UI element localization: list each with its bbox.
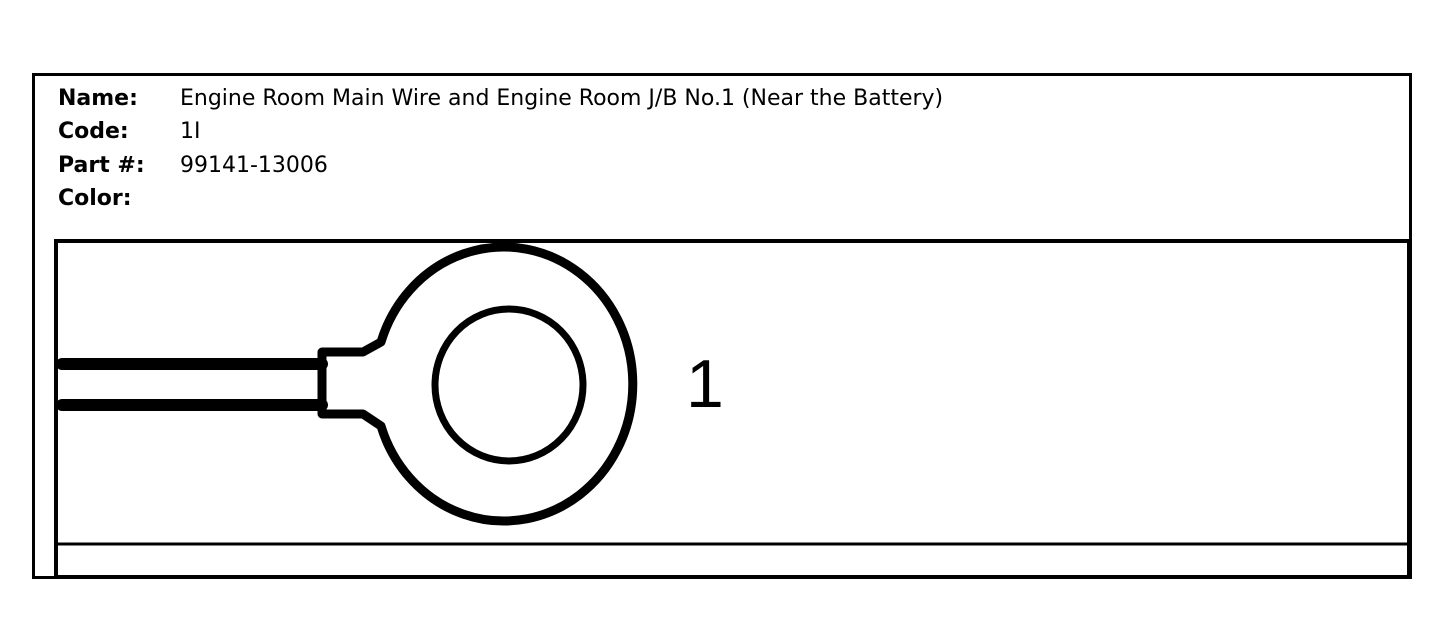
terminal-outer-ring	[317, 242, 638, 526]
pin-number-label: 1	[686, 346, 724, 422]
ring-terminal-icon	[56, 242, 638, 526]
diagram-box	[54, 239, 1411, 579]
part-number-label: Part #:	[58, 152, 145, 178]
terminal-inner-hole	[431, 305, 587, 465]
name-label: Name:	[58, 85, 138, 111]
code-label: Code:	[58, 118, 129, 144]
code-value: 1I	[180, 118, 201, 144]
code-row: Code: 1I	[58, 116, 201, 146]
color-row: Color:	[58, 183, 180, 213]
part-number-row: Part #: 99141-13006	[58, 150, 328, 180]
color-label: Color:	[58, 185, 132, 211]
name-value: Engine Room Main Wire and Engine Room J/…	[180, 85, 944, 111]
name-row: Name: Engine Room Main Wire and Engine R…	[58, 83, 943, 113]
part-number-value: 99141-13006	[180, 152, 328, 178]
